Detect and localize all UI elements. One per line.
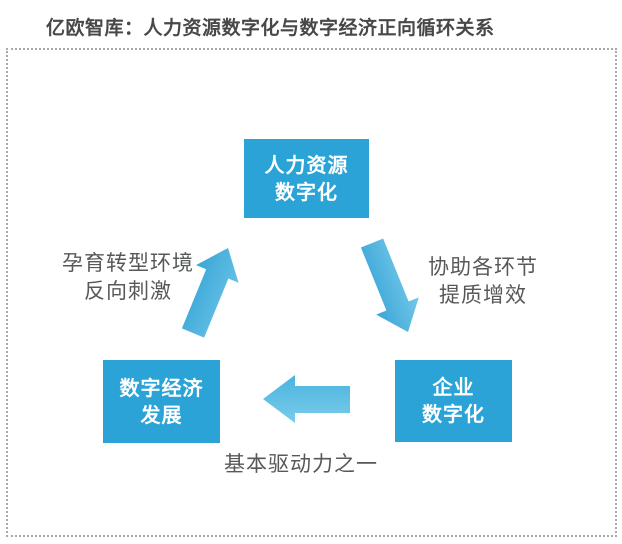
edge-label-hr-to-enterprise: 协助各环节 提质增效 [412, 253, 554, 309]
edge-label-line: 提质增效 [439, 283, 527, 307]
node-label-line: 数字化 [275, 179, 338, 204]
diagram-panel [6, 48, 617, 537]
edge-label-line: 反向刺激 [84, 279, 172, 303]
node-label-line: 企业 [432, 375, 475, 399]
node-digital-economy-development: 数字经济 发展 [103, 360, 220, 443]
node-label-line: 人力资源 [264, 152, 349, 177]
node-label-line: 数字化 [422, 402, 485, 426]
node-label-line: 数字经济 [119, 375, 204, 400]
node-label-line: 发展 [140, 402, 183, 427]
node-hr-digitalization: 人力资源 数字化 [244, 139, 369, 218]
edge-label-line: 协助各环节 [428, 255, 538, 279]
edge-label-economy-to-hr: 孕育转型环境 反向刺激 [38, 249, 218, 305]
figure-title: 亿欧智库：人力资源数字化与数字经济正向循环关系 [46, 17, 495, 39]
edge-label-line: 基本驱动力之一 [224, 452, 378, 476]
edge-label-line: 孕育转型环境 [62, 251, 194, 275]
edge-label-enterprise-to-economy: 基本驱动力之一 [210, 450, 392, 478]
node-enterprise-digitalization: 企业 数字化 [395, 360, 512, 442]
